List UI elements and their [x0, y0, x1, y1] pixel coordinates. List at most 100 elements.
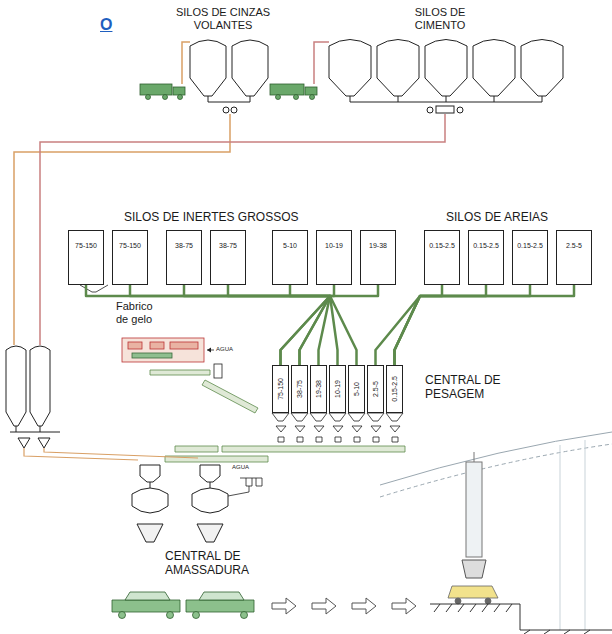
aggregate-silo: 0.15-2.5	[424, 230, 460, 285]
aggregate-silo: 75-150	[112, 230, 148, 285]
size-range: 19-38	[315, 380, 322, 398]
illustration-part	[485, 598, 491, 604]
illustration-part	[223, 107, 229, 113]
size-range: 75-150	[277, 378, 284, 400]
illustration-part	[352, 598, 376, 614]
aggregate-silo: 5-10	[272, 230, 308, 285]
illustration-part	[367, 413, 384, 421]
weighing-conveyors	[165, 446, 405, 462]
illustration-part	[455, 598, 461, 604]
illustration-part	[137, 524, 163, 542]
illustration-part	[386, 413, 403, 421]
aggregate-silo: 38-75	[166, 230, 202, 285]
illustration-part	[167, 612, 174, 619]
illustration-part	[291, 413, 308, 421]
aggregate-silo-outlets	[80, 285, 108, 292]
illustration-part	[270, 84, 304, 95]
illustration-part	[427, 107, 433, 113]
illustration-part	[6, 346, 26, 426]
illustration-part	[310, 413, 327, 421]
size-range: 2.5-5	[566, 242, 582, 250]
illustration-part	[380, 444, 612, 497]
water-label: AGUA	[216, 346, 233, 353]
size-range: 2.5-5	[372, 381, 379, 397]
illustration-part	[132, 353, 172, 358]
illustration-part	[272, 413, 289, 421]
group-heading: SILOS DE AREIAS	[446, 211, 548, 225]
illustration-part	[190, 40, 226, 96]
illustration-part	[140, 465, 160, 482]
ash-fill-pipe	[182, 42, 190, 84]
illustration-part	[294, 95, 299, 100]
water-valves	[228, 478, 262, 496]
weighing-hopper: 38-75	[291, 365, 308, 413]
illustration-part	[348, 413, 365, 421]
illustration-part	[276, 426, 400, 432]
illustration-part	[163, 95, 168, 100]
weighing-hopper: 75-150	[272, 365, 289, 413]
illustration-part	[186, 600, 254, 612]
illustration-part	[380, 432, 612, 485]
illustration-part	[24, 448, 198, 460]
unit-label: CENTRAL DE PESAGEM	[425, 374, 537, 402]
illustration-part	[197, 524, 223, 542]
illustration-part	[18, 438, 50, 448]
illustration-part	[474, 452, 475, 462]
illustration-part	[228, 486, 249, 496]
dumper	[448, 586, 498, 604]
mixing-silos	[6, 346, 198, 460]
illustration-part	[202, 380, 258, 413]
unit-label: Fabrico de gelo	[116, 300, 162, 325]
conveyor-belt	[290, 285, 357, 365]
illustration-part	[122, 338, 204, 362]
illustration-part	[241, 612, 248, 619]
weighing-hopper: 5-10	[348, 365, 365, 413]
group-heading: SILOS DE INERTES GROSSOS	[124, 211, 299, 225]
illustration-part	[119, 612, 126, 619]
illustration-part	[310, 95, 315, 100]
illustration-part	[150, 342, 164, 349]
size-range: 75-150	[75, 242, 97, 250]
size-range: 38-75	[296, 380, 303, 398]
illustration-part	[150, 482, 210, 488]
size-range: 0.15-2.5	[473, 242, 499, 250]
illustration-part	[80, 285, 108, 292]
illustration-part	[462, 560, 486, 578]
group-heading: SILOS DE CIMENTO	[400, 6, 480, 31]
illustration-part	[222, 446, 405, 452]
weighing-funnels	[272, 413, 403, 442]
aggregate-silo: 38-75	[210, 230, 246, 285]
weighing-hopper: 2.5-5	[367, 365, 384, 413]
illustration-part	[10, 426, 60, 432]
size-range: 19-38	[369, 242, 387, 250]
illustration-part	[350, 96, 542, 102]
group-heading: SILOS DE CINZAS VOLANTES	[168, 6, 278, 31]
ice-factory	[122, 338, 214, 362]
illustration-part	[178, 95, 183, 100]
aggregate-silo: 75-150	[68, 230, 104, 285]
ground	[430, 604, 612, 634]
cement-fill-pipe	[314, 42, 329, 84]
size-range: 0.15-2.5	[517, 242, 543, 250]
cement-pipe	[40, 114, 445, 345]
size-range: 5-10	[283, 242, 297, 250]
illustration-part	[457, 107, 463, 113]
flow-arrows	[272, 598, 416, 614]
weighing-hopper: 0.15-2.5	[386, 365, 403, 413]
concrete-trucks	[112, 592, 254, 619]
aggregate-silo: 10-19	[316, 230, 352, 285]
size-range: 10-19	[325, 242, 343, 250]
cement-silos	[329, 40, 563, 114]
illustration-part	[276, 95, 281, 100]
weighing-hopper: 19-38	[310, 365, 327, 413]
size-range: 38-75	[219, 242, 237, 250]
aggregate-silo: 0.15-2.5	[512, 230, 548, 285]
illustration-part	[192, 488, 228, 513]
ice-conveyor	[150, 364, 258, 413]
illustration-part	[312, 598, 336, 614]
illustration-part	[305, 87, 317, 95]
illustration-part	[392, 598, 416, 614]
size-range: 75-150	[119, 242, 141, 250]
illustration-part	[146, 95, 151, 100]
